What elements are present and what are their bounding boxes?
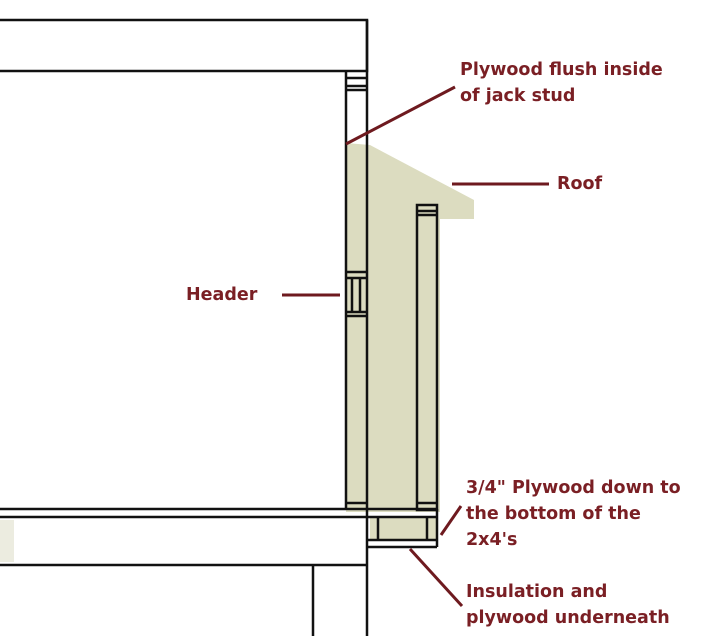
label-plywood-down: 3/4" Plywood down to the bottom of the 2… bbox=[466, 475, 681, 553]
header-block bbox=[346, 270, 367, 318]
label-plywood-flush: Plywood flush inside of jack stud bbox=[460, 57, 663, 109]
leader-plywood-down bbox=[439, 505, 463, 536]
leader-plywood-flush bbox=[345, 85, 456, 146]
leader-insulation bbox=[408, 547, 464, 608]
framing-lines bbox=[0, 18, 439, 636]
label-line: Insulation and bbox=[466, 582, 608, 602]
label-line: of jack stud bbox=[460, 86, 576, 106]
floor bbox=[0, 507, 439, 636]
leader-lines bbox=[282, 85, 549, 608]
label-line: the bottom of the bbox=[466, 504, 641, 524]
label-line: Plywood flush inside bbox=[460, 60, 663, 80]
label-insulation: Insulation and plywood underneath bbox=[466, 579, 670, 631]
label-header: Header bbox=[186, 285, 258, 305]
label-line: 3/4" Plywood down to bbox=[466, 478, 681, 498]
top-plate-box bbox=[0, 18, 369, 73]
plywood-sheathing bbox=[0, 143, 474, 562]
label-line: plywood underneath bbox=[466, 608, 670, 628]
label-roof: Roof bbox=[557, 174, 603, 194]
label-line: 2x4's bbox=[466, 530, 518, 550]
